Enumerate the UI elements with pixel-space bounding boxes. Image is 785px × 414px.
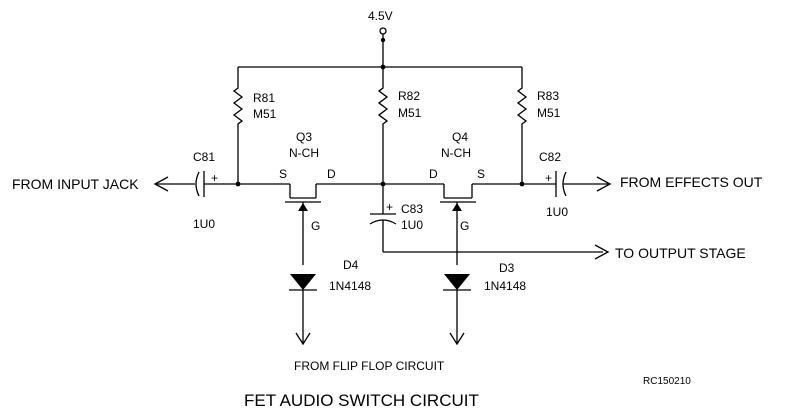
q3-gate-label: G [311,219,320,233]
resistor-r83 [516,67,528,184]
c82-polarity: + [545,171,552,185]
d4-ref: D4 [343,258,359,272]
r81-ref: R81 [253,91,275,105]
q3-drain-label: D [327,167,336,181]
capacitor-c83 [369,184,603,253]
diagram-title: FET AUDIO SWITCH CIRCUIT [244,391,479,410]
d4-part: 1N4148 [329,279,371,293]
supply-terminal [238,27,522,70]
r83-ref: R83 [537,89,559,103]
r82-value: M51 [398,106,422,120]
flipflop-label: FROM FLIP FLOP CIRCUIT [294,359,445,373]
c81-ref: C81 [193,150,215,164]
transistor-q3 [238,183,383,265]
resistor-r82 [377,67,389,184]
q4-drain-label: D [429,167,438,181]
input-arrow-icon [153,176,195,192]
r81-value: M51 [253,107,277,121]
capacitor-c82 [522,171,608,197]
q3-source-label: S [279,167,287,181]
c83-polarity: + [386,200,393,214]
c81-value: 1U0 [193,217,215,231]
input-label: FROM INPUT JACK [12,176,139,192]
diode-d4 [289,274,317,346]
q4-source-label: S [477,167,485,181]
d3-part: 1N4148 [484,279,526,293]
c82-ref: C82 [539,150,561,164]
supply-label: 4.5V [368,9,393,23]
capacitor-c81 [195,171,238,197]
q3-ref: Q3 [296,130,312,144]
q4-type: N-CH [441,146,471,160]
transistor-q4 [383,183,522,265]
effects-label: FROM EFFECTS OUT [620,174,763,190]
output-arrow-icon [594,244,610,260]
q4-ref: Q4 [452,130,468,144]
r82-ref: R82 [398,89,420,103]
c81-polarity: + [211,171,218,185]
diode-d3 [443,274,471,346]
drawing-code: RC150210 [643,376,691,387]
q3-type: N-CH [289,146,319,160]
c83-value: 1U0 [401,218,423,232]
c82-value: 1U0 [546,205,568,219]
r83-value: M51 [537,106,561,120]
c83-ref: C83 [401,202,423,216]
output-label: TO OUTPUT STAGE [615,245,746,261]
effects-arrow-icon [596,176,612,192]
q4-gate-label: G [460,219,469,233]
resistor-r81 [232,67,244,184]
d3-ref: D3 [499,261,515,275]
